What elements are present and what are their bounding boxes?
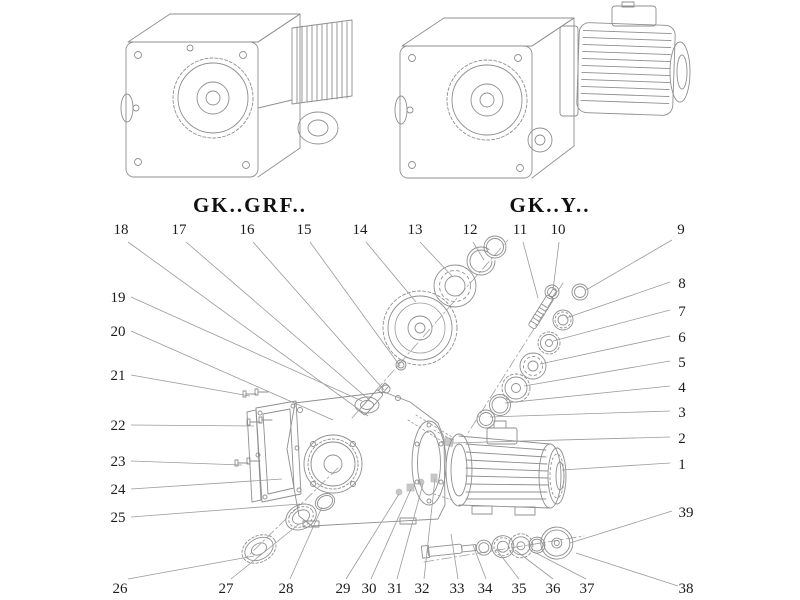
gearbox-y-illustration — [394, 1, 691, 179]
gear-housing — [286, 391, 453, 528]
title-gk-grf: GK..GRF.. — [193, 193, 307, 217]
callout-31: 31 — [388, 581, 403, 597]
callout-18: 18 — [114, 222, 129, 238]
callout-35: 35 — [512, 581, 527, 597]
output-shaft-assembly — [420, 526, 574, 560]
callout-19: 19 — [111, 290, 126, 306]
callout-13: 13 — [408, 222, 423, 238]
callout-20: 20 — [111, 324, 126, 340]
callout-26: 26 — [113, 581, 129, 597]
callout-1: 1 — [678, 457, 686, 473]
upper-gear-train — [359, 235, 507, 416]
callout-39: 39 — [679, 505, 694, 521]
callout-10: 10 — [551, 222, 566, 238]
callout-29: 29 — [336, 581, 351, 597]
callout-25: 25 — [111, 510, 126, 526]
flange-fasteners — [395, 436, 455, 496]
callout-27: 27 — [219, 581, 235, 597]
callout-38: 38 — [679, 581, 694, 597]
cover-plate-and-screws — [234, 388, 302, 503]
callout-5: 5 — [678, 355, 686, 371]
callout-15: 15 — [297, 222, 312, 238]
callout-16: 16 — [240, 222, 256, 238]
callout-24: 24 — [111, 482, 127, 498]
callout-8: 8 — [678, 276, 686, 292]
callout-6: 6 — [678, 330, 686, 346]
callout-12: 12 — [463, 222, 478, 238]
callout-7: 7 — [678, 304, 686, 320]
callout-34: 34 — [478, 581, 494, 597]
callout-32: 32 — [415, 581, 430, 597]
callout-37: 37 — [580, 581, 596, 597]
callout-3: 3 — [678, 405, 686, 421]
title-gk-y: GK..Y.. — [510, 193, 591, 217]
callout-17: 17 — [172, 222, 188, 238]
motor-exploded — [433, 420, 567, 516]
input-shaft-train — [476, 283, 589, 429]
lower-left-bearings — [241, 493, 336, 564]
callout-11: 11 — [513, 222, 527, 238]
callout-labels: 18 17 16 15 14 13 12 11 10 9 8 7 6 5 4 3… — [111, 222, 694, 597]
callout-9: 9 — [677, 222, 685, 238]
gearbox-grf-illustration — [120, 13, 353, 178]
callout-23: 23 — [111, 454, 126, 470]
callout-30: 30 — [362, 581, 377, 597]
leader-lines — [127, 239, 679, 587]
callout-4: 4 — [678, 380, 686, 396]
callout-36: 36 — [546, 581, 562, 597]
callout-14: 14 — [353, 222, 369, 238]
callout-33: 33 — [450, 581, 465, 597]
callout-28: 28 — [279, 581, 294, 597]
callout-22: 22 — [111, 418, 126, 434]
callout-2: 2 — [678, 431, 686, 447]
motor-illustration — [559, 1, 691, 117]
callout-21: 21 — [111, 368, 126, 384]
